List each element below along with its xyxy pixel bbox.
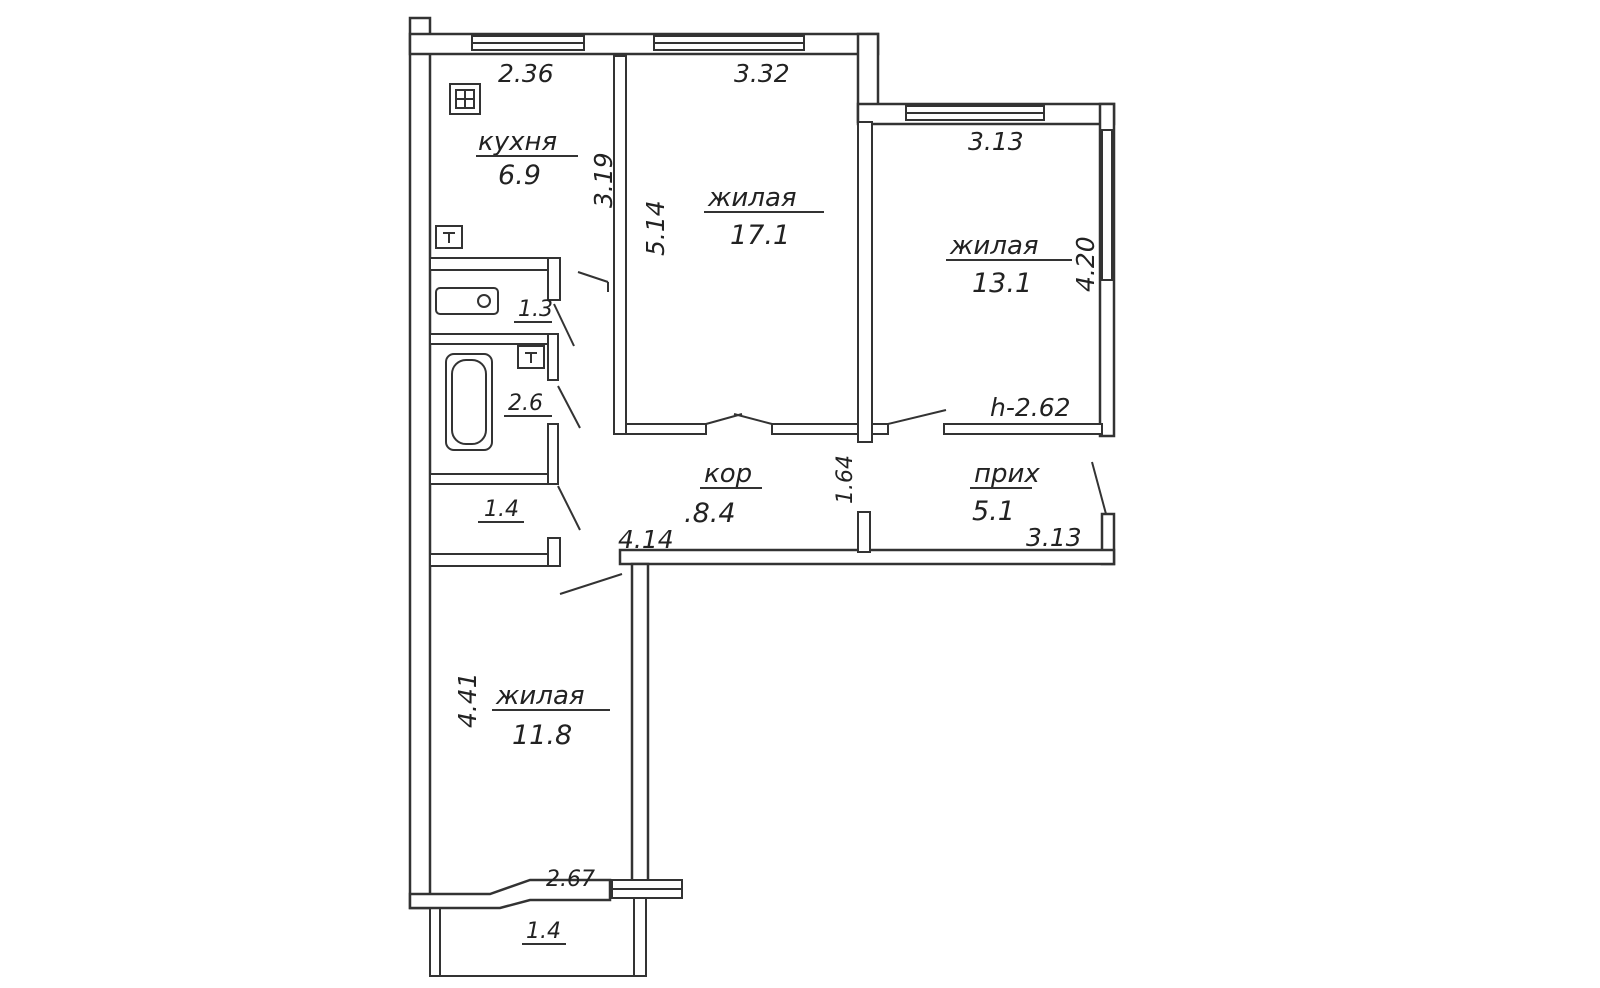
- toilet-door: [553, 303, 575, 347]
- living-3-length: 4.41: [453, 672, 482, 728]
- windows: [471, 35, 1113, 899]
- toilet-right-wall-top: [547, 257, 561, 301]
- living-1-length: 5.14: [641, 200, 670, 256]
- kitchen-name: кухня: [478, 127, 557, 157]
- living-1-width: 3.32: [734, 59, 790, 88]
- radiator-icon: [517, 345, 545, 369]
- labels: 2.36 кухня 6.9 3.19 3.32 5.14 жилая 17.1…: [453, 59, 1100, 945]
- living1-bottom-wall-right: [771, 423, 859, 435]
- living-3-width: 2.67: [546, 867, 595, 892]
- living-2-side-window: [1101, 129, 1113, 281]
- kitchen-width: 2.36: [498, 59, 554, 88]
- corridor-width: 1.64: [833, 455, 858, 504]
- living-1-name: жилая: [707, 183, 797, 213]
- kitchen-living1-partition: [613, 55, 627, 435]
- doors: [553, 271, 1107, 595]
- living1-door-right: [733, 413, 773, 425]
- corridor-stub-wall: [857, 511, 871, 553]
- corridor-area: .8.4: [684, 498, 736, 529]
- balcony: [429, 898, 647, 977]
- living-3-name: жилая: [495, 681, 585, 711]
- living-2-length: 4.20: [1071, 236, 1100, 292]
- living-3-area: 11.8: [512, 720, 572, 751]
- entrance-door: [1091, 461, 1107, 515]
- storage-door: [557, 485, 581, 531]
- ceiling-height: h-2.62: [990, 393, 1071, 422]
- hall-length: 3.13: [1026, 523, 1082, 552]
- toilet-bath-wall: [429, 333, 551, 345]
- stove-icon: [449, 83, 481, 115]
- left-exterior-wall: [408, 16, 432, 910]
- hall-area: 5.1: [972, 496, 1015, 527]
- kitchen-length: 3.19: [589, 152, 618, 208]
- living2-door: [887, 409, 947, 425]
- toilet-area: 1.3: [518, 297, 553, 322]
- bottom-room-right-wall: [630, 562, 650, 896]
- corridor-length: 4.14: [618, 525, 674, 554]
- living-2-name: жилая: [949, 231, 1039, 261]
- living1-living2-partition: [857, 121, 873, 443]
- interior-walls: [429, 55, 1103, 567]
- radiator-icon: [435, 225, 463, 249]
- living2-bottom-wall-right: [943, 423, 1103, 435]
- living-2-area: 13.1: [972, 268, 1032, 299]
- corridor-name: кор: [704, 459, 752, 489]
- storage-area: 1.4: [484, 497, 519, 522]
- bath-right-wall-top: [547, 333, 559, 381]
- bathroom-area: 2.6: [508, 391, 543, 416]
- storage-right-wall-bottom: [547, 537, 561, 567]
- bathtub-icon: [445, 353, 493, 451]
- storage-bottom-wall: [429, 553, 561, 567]
- storage-right-wall-top: [547, 423, 559, 485]
- kitchen-door: [577, 271, 609, 283]
- bath-storage-wall: [429, 473, 551, 485]
- living3-door: [559, 573, 623, 595]
- hall-name: прих: [974, 459, 1040, 489]
- kitchen-bottom-wall: [429, 257, 559, 271]
- living2-bottom-wall-left: [871, 423, 889, 435]
- living-2-width: 3.13: [968, 127, 1024, 156]
- balcony-length: 1.4: [526, 919, 561, 944]
- living-1-area: 17.1: [730, 220, 790, 251]
- sink-icon: [435, 287, 499, 315]
- living1-door-left: [705, 413, 743, 425]
- bathroom-door: [557, 385, 581, 429]
- living1-bottom-wall-left: [625, 423, 707, 435]
- kitchen-area: 6.9: [498, 160, 541, 191]
